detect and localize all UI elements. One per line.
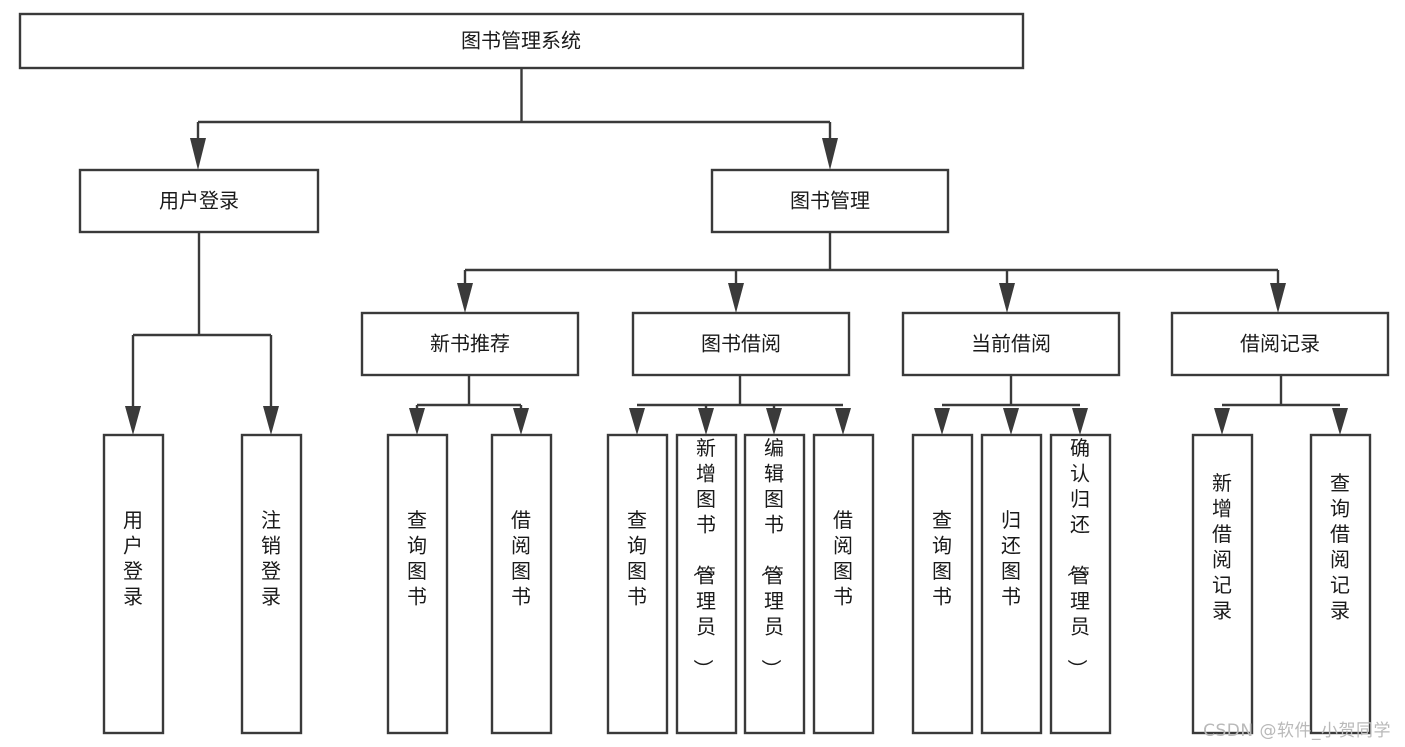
node-book-manage[interactable]: 图书管理 — [710, 168, 950, 234]
node-book-borrow-label: 图书借阅 — [701, 332, 781, 356]
node-leaf-return-book[interactable]: 归还图书 — [980, 433, 1043, 735]
node-leaf-user-login-box[interactable] — [102, 433, 165, 735]
node-leaf-borrow-book-1-box[interactable] — [490, 433, 553, 735]
node-leaf-logout[interactable]: 注销登录 — [240, 433, 303, 735]
node-leaf-edit-book-label: 编辑图书（管理员） — [759, 436, 784, 679]
node-leaf-user-login-label: 用户登录 — [123, 508, 143, 609]
node-leaf-query-book-3[interactable]: 查询图书 — [911, 433, 974, 735]
connector-group-root-to-level2 — [190, 68, 838, 170]
node-leaf-confirm-return-label: 确认归还（管理员） — [1065, 436, 1090, 679]
node-leaf-logout-label: 注销登录 — [261, 508, 281, 609]
arrowhead-leaf-user-login — [125, 406, 141, 435]
node-leaf-borrow-book-2[interactable]: 借阅图书 — [812, 433, 875, 735]
node-user-login[interactable]: 用户登录 — [78, 168, 320, 234]
node-leaf-add-record-label: 新增借阅记录 — [1212, 471, 1232, 623]
arrowhead-book-borrow — [728, 283, 744, 313]
node-root-label: 图书管理系统 — [461, 29, 581, 53]
connector-group-current-borrow-to-leaves — [934, 375, 1088, 435]
node-book-manage-label: 图书管理 — [790, 189, 870, 213]
node-leaf-borrow-book-2-box[interactable] — [812, 433, 875, 735]
arrowhead-leaf-borrow-book-1 — [513, 408, 529, 435]
node-leaf-query-book-2[interactable]: 查询图书 — [606, 433, 669, 735]
node-leaf-query-book-1-label: 查询图书 — [407, 508, 427, 609]
node-root[interactable]: 图书管理系统 — [18, 12, 1025, 70]
connector-group-user-login-to-leaves — [125, 232, 279, 435]
connector-group-borrow-record-to-leaves — [1214, 375, 1348, 435]
node-current-borrow-label: 当前借阅 — [971, 332, 1051, 356]
node-leaf-logout-box[interactable] — [240, 433, 303, 735]
node-leaf-query-book-2-label: 查询图书 — [627, 508, 647, 609]
connector-group-book-borrow-to-leaves — [629, 375, 851, 435]
node-new-book-recommend[interactable]: 新书推荐 — [360, 311, 580, 377]
arrowhead-leaf-edit-book — [766, 408, 782, 435]
node-leaf-add-record[interactable]: 新增借阅记录 — [1191, 433, 1254, 735]
node-leaf-borrow-book-1[interactable]: 借阅图书 — [490, 433, 553, 735]
arrowhead-borrow-record — [1270, 283, 1286, 313]
node-leaf-edit-book-box[interactable] — [743, 433, 806, 735]
node-leaf-query-book-2-box[interactable] — [606, 433, 669, 735]
node-leaf-add-book-box[interactable] — [675, 433, 738, 735]
node-leaf-return-book-label: 归还图书 — [1001, 508, 1021, 609]
arrowhead-leaf-query-book-3 — [934, 408, 950, 435]
node-leaf-query-record-label: 查询借阅记录 — [1330, 471, 1350, 623]
arrowhead-user-login — [190, 138, 206, 170]
node-current-borrow[interactable]: 当前借阅 — [901, 311, 1121, 377]
node-leaf-query-record[interactable]: 查询借阅记录 — [1309, 433, 1372, 735]
arrowhead-new-book-recommend — [457, 283, 473, 313]
node-root-box[interactable] — [18, 12, 1025, 70]
arrowhead-leaf-add-book — [698, 408, 714, 435]
node-borrow-record-label: 借阅记录 — [1240, 332, 1320, 356]
node-borrow-record-box[interactable] — [1170, 311, 1390, 377]
arrowhead-leaf-query-book-1 — [409, 408, 425, 435]
node-borrow-record[interactable]: 借阅记录 — [1170, 311, 1390, 377]
node-leaf-borrow-book-1-label: 借阅图书 — [511, 508, 531, 609]
node-leaf-query-record-box[interactable] — [1309, 433, 1372, 735]
node-new-book-recommend-box[interactable] — [360, 311, 580, 377]
node-leaf-user-login[interactable]: 用户登录 — [102, 433, 165, 735]
arrowhead-leaf-query-record — [1332, 408, 1348, 435]
arrowhead-leaf-query-book-2 — [629, 408, 645, 435]
node-book-borrow-box[interactable] — [631, 311, 851, 377]
node-user-login-label: 用户登录 — [159, 189, 239, 213]
node-book-borrow[interactable]: 图书借阅 — [631, 311, 851, 377]
node-current-borrow-box[interactable] — [901, 311, 1121, 377]
watermark-text: CSDN @软件_小贺同学 — [1203, 721, 1391, 741]
connector-group-new-book-to-leaves — [409, 375, 529, 435]
node-leaf-query-book-3-label: 查询图书 — [932, 508, 952, 609]
node-leaf-return-book-box[interactable] — [980, 433, 1043, 735]
node-leaf-confirm-return[interactable]: 确认归还（管理员） — [1049, 433, 1112, 735]
arrowhead-leaf-logout — [263, 406, 279, 435]
node-new-book-recommend-label: 新书推荐 — [430, 332, 510, 356]
arrowhead-leaf-confirm-return — [1072, 408, 1088, 435]
arrowhead-current-borrow — [999, 283, 1015, 313]
node-user-login-box[interactable] — [78, 168, 320, 234]
arrowhead-leaf-return-book — [1003, 408, 1019, 435]
node-leaf-add-book-label: 新增图书（管理员） — [691, 436, 716, 679]
node-book-manage-box[interactable] — [710, 168, 950, 234]
node-leaf-query-book-1-box[interactable] — [386, 433, 449, 735]
node-leaf-borrow-book-2-label: 借阅图书 — [833, 508, 853, 609]
node-leaf-confirm-return-box[interactable] — [1049, 433, 1112, 735]
node-leaf-query-book-3-box[interactable] — [911, 433, 974, 735]
arrowhead-book-manage — [822, 138, 838, 170]
connector-group-book-manage-to-level3 — [457, 232, 1286, 313]
node-leaf-query-book-1[interactable]: 查询图书 — [386, 433, 449, 735]
node-leaf-edit-book[interactable]: 编辑图书（管理员） — [743, 433, 806, 735]
arrowhead-leaf-borrow-book-2 — [835, 408, 851, 435]
node-leaf-add-record-box[interactable] — [1191, 433, 1254, 735]
arrowhead-leaf-add-record — [1214, 408, 1230, 435]
node-leaf-add-book[interactable]: 新增图书（管理员） — [675, 433, 738, 735]
